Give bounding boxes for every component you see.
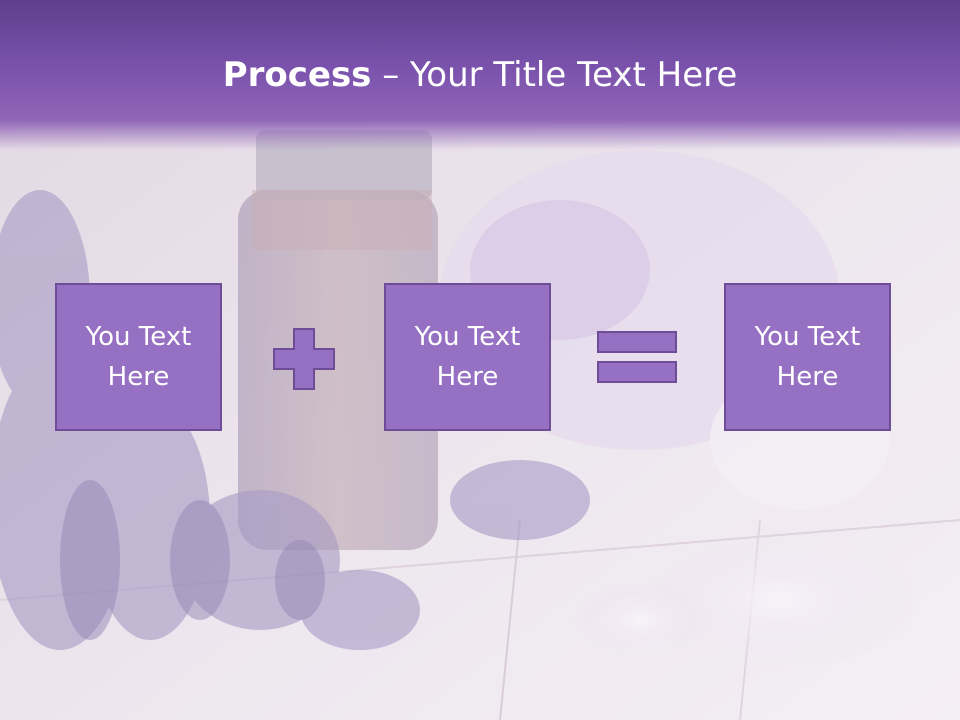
process-box-1-label: You Text Here <box>85 322 192 392</box>
process-box-3-label: You Text Here <box>754 322 861 392</box>
title-rest-text: – Your Title Text Here <box>371 55 738 95</box>
title-bold-text: Process <box>222 55 372 95</box>
process-box-2-label: You Text Here <box>414 322 521 392</box>
process-box-3: You Text Here <box>724 283 891 431</box>
equals-icon <box>597 331 677 383</box>
title-bar: Process – Your Title Text Here <box>0 0 960 150</box>
plus-icon <box>273 328 335 390</box>
slide-title: Process – Your Title Text Here <box>0 52 960 98</box>
process-box-1: You Text Here <box>55 283 222 431</box>
process-box-2: You Text Here <box>384 283 551 431</box>
